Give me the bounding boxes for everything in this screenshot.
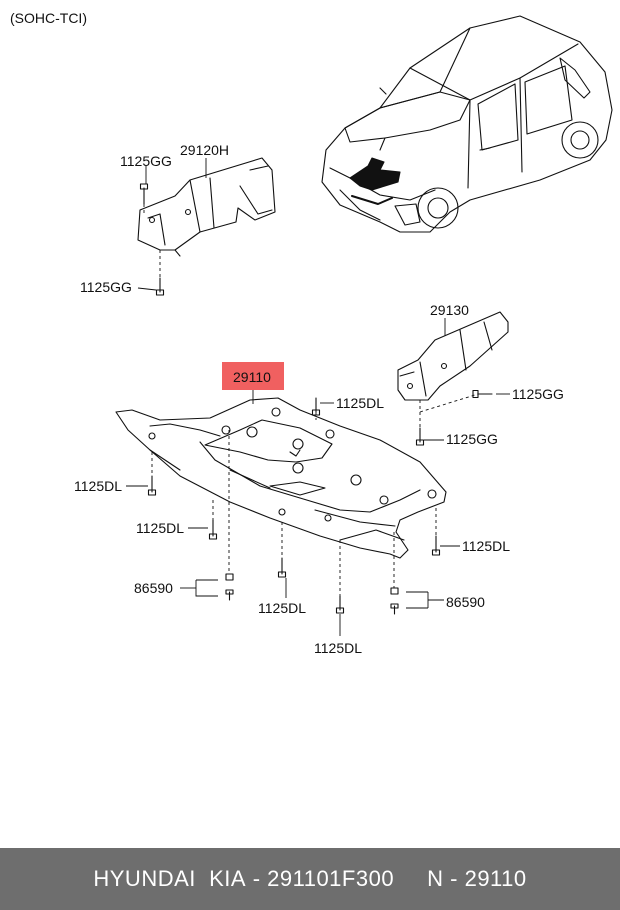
bolt-dl-center-bottom — [335, 595, 345, 614]
car-undercover-highlight — [349, 157, 401, 191]
clip-right — [390, 587, 399, 615]
label-29130: 29130 — [430, 302, 469, 318]
bolt-dl-center — [277, 557, 287, 578]
parts-diagram: 1125GG 29120H 1125GG 29130 29110 1125DL … — [74, 15, 613, 656]
label-1125dl-left-lower: 1125DL — [136, 520, 184, 536]
label-1125dl-left: 1125DL — [74, 478, 122, 494]
reference-number: 29110 — [464, 866, 527, 891]
label-1125dl-bottom: 1125DL — [314, 640, 362, 656]
bolt-gg-lower-left — [155, 277, 165, 296]
label-86590-right: 86590 — [446, 594, 485, 610]
bolt-gg-right — [472, 389, 493, 399]
label-29110: 29110 — [233, 369, 271, 385]
bolt-gg-upper-left — [139, 183, 149, 205]
footer-separator-2: N - — [394, 866, 465, 891]
brand-text: HYUNDAI KIA — [93, 866, 247, 891]
bolt-gg-right-lower — [415, 427, 425, 446]
highlight-29110-box — [222, 362, 284, 390]
bolt-dl-right — [431, 535, 441, 556]
part-number: 291101F300 — [267, 866, 395, 891]
label-1125gg-upper-left: 1125GG — [120, 153, 172, 169]
main-under-panel-29110 — [115, 397, 447, 559]
label-86590-left: 86590 — [134, 580, 173, 596]
footer-separator-1: - — [246, 866, 268, 891]
label-1125dl-right-top: 1125DL — [336, 395, 384, 411]
label-29120h: 29120H — [180, 142, 229, 158]
variant-label: (SOHC-TCI) — [10, 10, 87, 26]
right-shield-29130 — [397, 311, 509, 401]
clip-left — [225, 573, 234, 601]
car-illustration — [321, 15, 613, 233]
label-1125gg-right-lower: 1125GG — [446, 431, 498, 447]
label-1125dl-center: 1125DL — [258, 600, 306, 616]
label-1125gg-lower-left: 1125GG — [80, 279, 132, 295]
left-shield-29120h — [137, 157, 276, 257]
label-1125gg-right: 1125GG — [512, 386, 564, 402]
label-1125dl-right: 1125DL — [462, 538, 510, 554]
bolt-dl-left — [147, 475, 157, 496]
part-info-footer: HYUNDAI KIA - 291101F300 N - 29110 — [0, 848, 620, 910]
bolt-dl-left-lower — [208, 519, 218, 540]
